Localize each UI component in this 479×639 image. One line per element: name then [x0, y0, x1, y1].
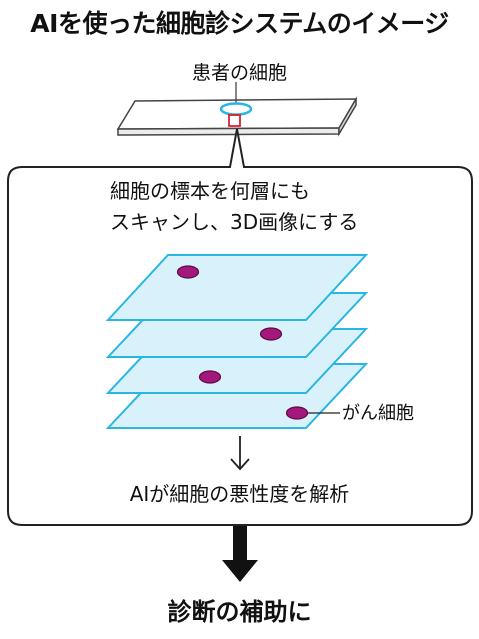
scan-step-text: 細胞の標本を何層にも スキャンし、3D画像にする: [110, 176, 358, 238]
cancer-cell-label: がん細胞: [342, 403, 414, 424]
zoom-highlight-square: [228, 114, 241, 127]
cancer-cell: [198, 370, 222, 384]
ai-analysis-text: AIが細胞の悪性度を解析: [129, 482, 350, 506]
down-arrow-thin: [230, 436, 250, 471]
scan-layer-1: [105, 254, 369, 321]
patient-cells-label: 患者の細胞: [191, 62, 287, 84]
page-title: AIを使った細胞診システムのイメージ: [30, 9, 449, 38]
scan-step-line-2: スキャンし、3D画像にする: [110, 210, 359, 234]
down-arrow-thick: [222, 526, 258, 582]
cancer-cell: [176, 265, 200, 279]
cancer-cell: [259, 327, 283, 341]
scan-step-line-1: 細胞の標本を何層にも: [110, 179, 310, 203]
conclusion-text: 診断の補助に: [167, 598, 312, 626]
cancer-cell: [285, 406, 309, 420]
